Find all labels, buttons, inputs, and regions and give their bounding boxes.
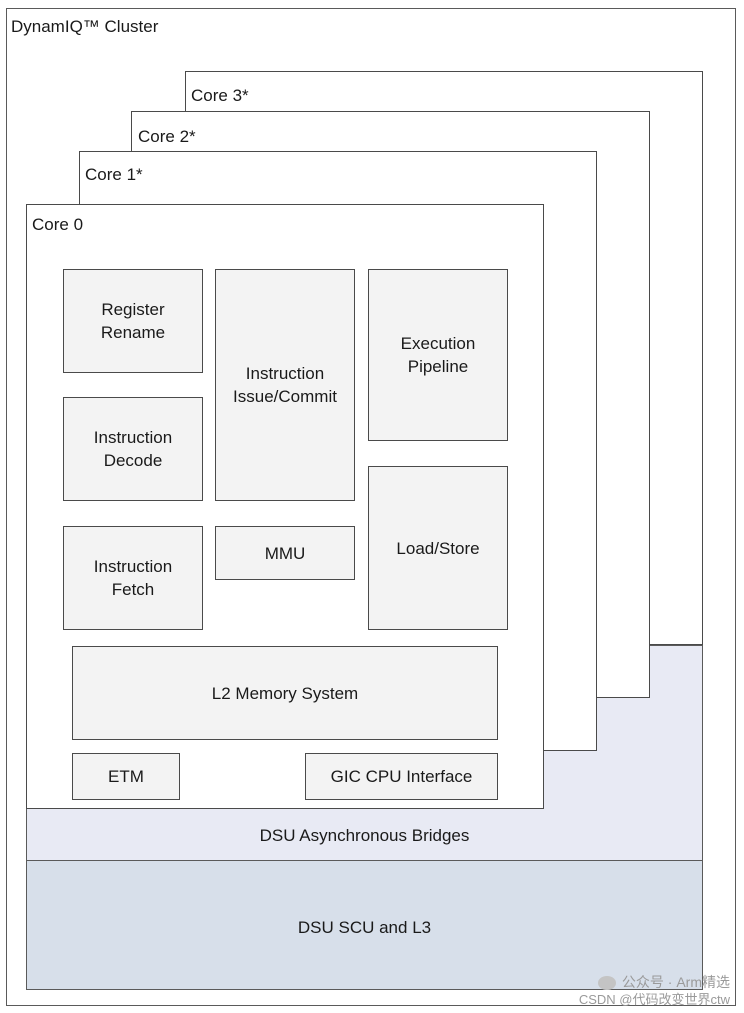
watermark-text-1: 公众号 · Arm精选 xyxy=(621,974,730,990)
dsu-scu-l3-label: DSU SCU and L3 xyxy=(297,918,432,937)
watermark-line-1: 公众号 · Arm精选 xyxy=(597,972,730,992)
instruction-issue-commit-block: Instruction Issue/Commit xyxy=(215,269,355,501)
register-rename-block: Register Rename xyxy=(63,269,203,373)
etm-block: ETM xyxy=(72,753,180,800)
execution-pipeline-block: Execution Pipeline xyxy=(368,269,508,441)
dsu-async-bridges-label: DSU Asynchronous Bridges xyxy=(259,826,470,845)
watermark-line-2: CSDN @代码改变世界ctw xyxy=(578,992,730,1007)
core-3-label: Core 3* xyxy=(191,86,249,105)
instruction-decode-block: Instruction Decode xyxy=(63,397,203,501)
core-2-label: Core 2* xyxy=(138,127,196,146)
chat-icon xyxy=(597,976,616,991)
core-0-label: Core 0 xyxy=(32,215,84,234)
mmu-block: MMU xyxy=(215,526,355,580)
l2-memory-system-block: L2 Memory System xyxy=(72,646,498,740)
load-store-block: Load/Store xyxy=(368,466,508,630)
instruction-fetch-block: Instruction Fetch xyxy=(63,526,203,630)
cluster-title: DynamIQ™ Cluster xyxy=(11,17,159,36)
dsu-scu-l3 xyxy=(26,860,703,990)
core-1-label: Core 1* xyxy=(85,165,143,184)
gic-cpu-interface-block: GIC CPU Interface xyxy=(305,753,498,800)
